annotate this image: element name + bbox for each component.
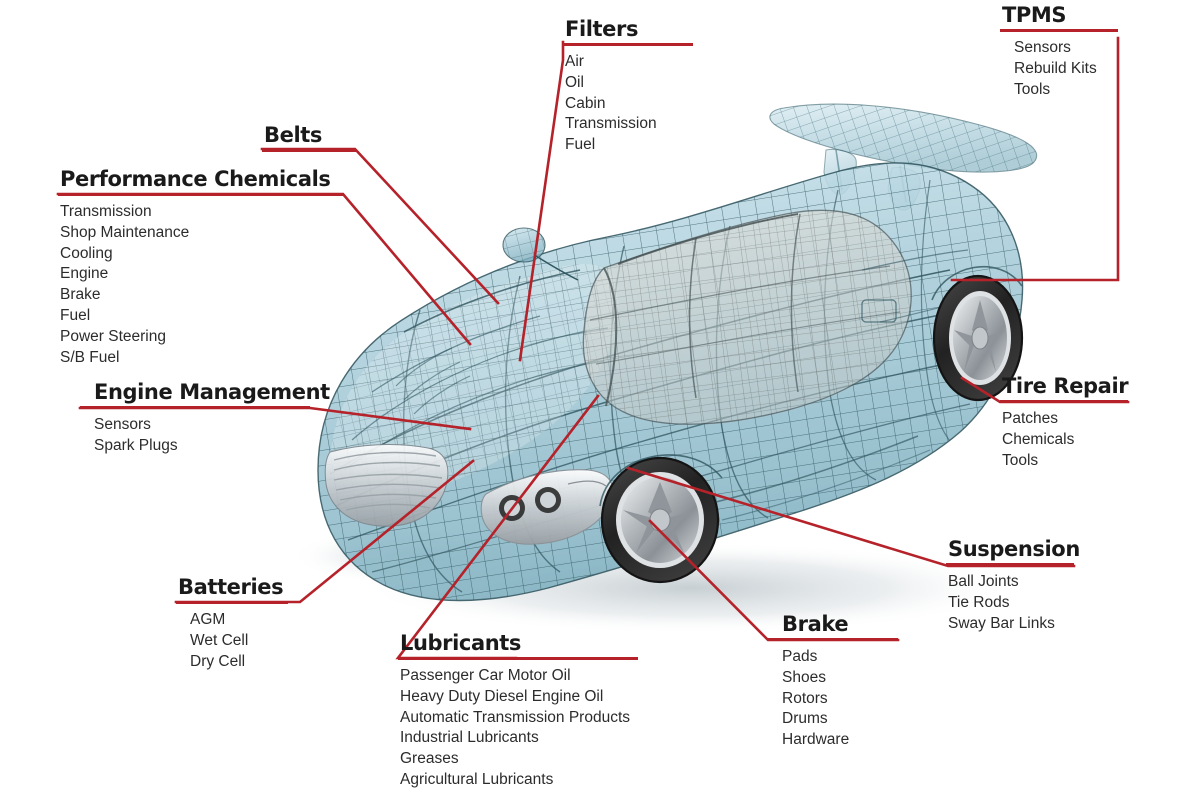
list-item: Tie Rods [948, 593, 1010, 611]
callout-brake-rule [768, 638, 898, 642]
callout-brake-title: Brake [782, 612, 849, 636]
callout-tpms[interactable]: TPMS Sensors Rebuild Kits Tools [1000, 4, 1118, 100]
callout-filters[interactable]: Filters Air Oil Cabin Transmission Fuel [563, 18, 693, 156]
list-item: Tools [1002, 451, 1039, 469]
list-item: Drums [782, 710, 828, 728]
list-item: Shoes [782, 668, 826, 686]
callout-filters-title: Filters [565, 17, 639, 41]
callout-belts-title: Belts [264, 123, 322, 147]
list-item: Power Steering [60, 327, 166, 345]
list-item: Automatic Transmission Products [400, 708, 631, 726]
list-item: Air [565, 53, 584, 71]
callout-engine-management-title: Engine Management [94, 380, 330, 404]
callout-tire-repair[interactable]: Tire Repair Patches Chemicals Tools [1000, 374, 1129, 471]
list-item: Pads [782, 648, 818, 666]
callout-engine-management-rule [80, 406, 310, 410]
callout-tpms-list: Sensors Rebuild Kits Tools [1000, 38, 1118, 100]
callout-performance-chemicals[interactable]: Performance Chemicals Transmission Shop … [58, 168, 344, 368]
list-item: Rebuild Kits [1014, 59, 1097, 77]
callout-engine-management[interactable]: Engine Management Sensors Spark Plugs [80, 380, 330, 457]
leader-line-belts [260, 147, 500, 305]
callout-engine-management-list: Sensors Spark Plugs [80, 415, 310, 457]
list-item: Spark Plugs [94, 436, 178, 454]
list-item: Shop Maintenance [60, 223, 190, 241]
callout-tpms-rule [1000, 29, 1118, 33]
callout-batteries-rule [176, 601, 288, 605]
callout-suspension-title: Suspension [948, 537, 1080, 561]
list-item: Oil [565, 73, 584, 91]
list-item: S/B Fuel [60, 348, 120, 366]
callout-tire-repair-rule [1000, 400, 1128, 404]
list-item: Industrial Lubricants [400, 729, 539, 747]
callout-performance-chemicals-rule [58, 193, 344, 197]
callout-tire-repair-list: Patches Chemicals Tools [1000, 409, 1128, 471]
callout-brake-list: Pads Shoes Rotors Drums Hardware [768, 647, 898, 751]
callout-suspension-rule [946, 563, 1074, 567]
leader-line-lubricants [395, 394, 600, 660]
list-item: Wet Cell [190, 631, 249, 649]
list-item: Sensors [94, 416, 151, 434]
callout-batteries-list: AGM Wet Cell Dry Cell [176, 610, 288, 672]
callout-performance-chemicals-title: Performance Chemicals [60, 167, 331, 191]
list-item: Fuel [565, 136, 596, 154]
leader-line-filters [518, 40, 565, 362]
callout-filters-rule [563, 43, 693, 47]
list-item: Transmission [565, 115, 657, 133]
list-item: Sway Bar Links [948, 614, 1055, 632]
callout-filters-list: Air Oil Cabin Transmission Fuel [563, 52, 693, 156]
callout-lubricants-title: Lubricants [400, 631, 522, 655]
list-item: Greases [400, 750, 459, 768]
list-item: Hardware [782, 731, 850, 749]
list-item: Engine [60, 265, 109, 283]
list-item: Agricultural Lubricants [400, 771, 554, 789]
list-item: Transmission [60, 203, 152, 221]
callout-performance-chemicals-list: Transmission Shop Maintenance Cooling En… [58, 202, 344, 368]
list-item: Heavy Duty Diesel Engine Oil [400, 687, 604, 705]
leader-line-tpms [950, 36, 1120, 282]
list-item: AGM [190, 611, 226, 629]
callout-brake[interactable]: Brake Pads Shoes Rotors Drums Hardware [768, 613, 898, 751]
callout-lubricants[interactable]: Lubricants Passenger Car Motor Oil Heavy… [398, 632, 638, 791]
callout-tpms-title: TPMS [1002, 3, 1067, 27]
callout-suspension-list: Ball Joints Tie Rods Sway Bar Links [946, 572, 1074, 634]
list-item: Dry Cell [190, 652, 246, 670]
list-item: Ball Joints [948, 573, 1019, 591]
callout-lubricants-rule [398, 657, 638, 661]
list-item: Chemicals [1002, 430, 1075, 448]
list-item: Cooling [60, 244, 113, 262]
list-item: Rotors [782, 689, 828, 707]
list-item: Tools [1014, 80, 1051, 98]
callout-belts[interactable]: Belts [262, 124, 356, 158]
callout-lubricants-list: Passenger Car Motor Oil Heavy Duty Diese… [398, 666, 638, 791]
list-item: Patches [1002, 410, 1059, 428]
list-item: Cabin [565, 94, 606, 112]
list-item: Passenger Car Motor Oil [400, 667, 571, 685]
callout-batteries-title: Batteries [178, 575, 284, 599]
list-item: Brake [60, 286, 101, 304]
callout-batteries[interactable]: Batteries AGM Wet Cell Dry Cell [176, 576, 288, 672]
callout-belts-rule [262, 149, 356, 153]
callout-tire-repair-title: Tire Repair [1002, 374, 1129, 398]
list-item: Sensors [1014, 39, 1071, 57]
callout-suspension[interactable]: Suspension Ball Joints Tie Rods Sway Bar… [946, 537, 1080, 634]
list-item: Fuel [60, 307, 91, 325]
